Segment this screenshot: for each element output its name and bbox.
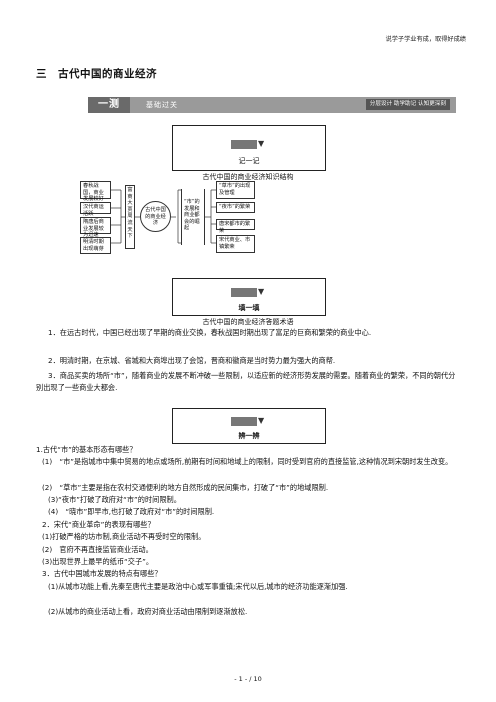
- diagram-left-node-3: 隋唐后商业发展较为迅速: [80, 217, 111, 238]
- diagram-right-node-4: 宋代商业、市镇繁荣: [216, 235, 255, 253]
- answer-1-3: (3)“夜市”打破了政府对“市”的时间限制。: [48, 495, 181, 504]
- banner-right-label: 分层设计 助学助记 认知更深刻: [365, 99, 450, 110]
- diagram-left-node-4: 明清时期出现萌芽: [80, 237, 111, 254]
- diagram-right-node-3: 唐宋都市的繁荣: [216, 219, 255, 234]
- answer-1-1: (1) “市”是指城市中集中贸易的地点或场所,前期有时间和地域上的限制，同时受到…: [42, 457, 453, 466]
- answer-2-2: (2) 官府不再直接监管商业活动。: [42, 545, 153, 554]
- paragraph-2: 2．明清时期，在京城、省城和大商埠出现了会馆，晋商和徽商是当时势力最为强大的商帮…: [48, 356, 336, 365]
- fill-box: ▼ 填一填: [172, 278, 326, 316]
- diagram-left-node-1: 春秋战国，商业发展较好: [80, 181, 111, 202]
- banner-left-label: 一测: [88, 97, 130, 113]
- answer-2-1: (1)打破严格的坊市制,商业活动不再受时空的限制。: [42, 532, 206, 541]
- tag-marker-icon: ▼: [231, 139, 267, 149]
- diagram-vertical-node: 富商大贾周流天下: [125, 185, 135, 249]
- page-footer: - 1 - / 10: [234, 675, 262, 683]
- diagram-right-node-2: “夜市”的繁荣: [216, 202, 255, 213]
- answer-3-1: (1)从城市功能上看,先秦至唐代主要是政治中心或军事重镇;宋代以后,城市的经济功…: [48, 582, 348, 591]
- diagram-mid-node: “市”的发展和商业都会的崛起: [181, 189, 205, 245]
- paragraph-3: 3．商品买卖的场所“市”，随着商业的发展不断冲破一些限制，以适应新的经济形势发展…: [36, 371, 456, 393]
- diagram-left-node-2: 汉代商运活跃: [80, 202, 111, 217]
- answer-1-4: (4) “晓市”即早市,也打破了政府对“市”的时间限制.: [48, 507, 215, 516]
- structure-caption: 古代中国的商业经济知识结构: [202, 173, 294, 181]
- tag-marker-icon: ▼: [231, 416, 267, 426]
- tag-marker-icon: ▼: [231, 287, 267, 297]
- knowledge-diagram: 春秋战国，商业发展较好 汉代商运活跃 隋唐后商业发展较为迅速 明清时期出现萌芽 …: [80, 181, 400, 255]
- question-2: 2．宋代“商业革命”的表现有哪些？: [42, 520, 155, 529]
- discern-box: ▼ 辨一辨: [172, 408, 326, 444]
- fill-box-title: 填一填: [238, 304, 260, 312]
- diagram-connectors: [111, 189, 216, 244]
- answer-3-2: (2)从城市的商业活动上看，政府对商业活动由限制到逐渐放松.: [48, 607, 248, 616]
- question-1: 1.古代“市”的基本形态有哪些？: [36, 445, 137, 454]
- memo-box-title: 记一记: [238, 157, 260, 165]
- banner-middle-label: 基础过关: [146, 101, 178, 109]
- paragraph-1: 1．在远古时代，中国已经出现了早期的商业交换，春秋战国时期出现了富足的巨商和繁荣…: [48, 328, 372, 337]
- question-3: 3．古代中国城市发展的特点有哪些？: [42, 569, 162, 578]
- diagram-right-node-1: “草市”的出现及管理: [216, 181, 255, 199]
- header-note: 说学子学业有成，取得好成绩: [385, 36, 466, 43]
- answer-1-2: (2) “草市”主要是指在农村交通便利的地方自然形成的民间集市，打破了“市”的地…: [42, 483, 329, 492]
- section-banner: 一测 基础过关 分层设计 助学助记 认知更深刻: [88, 97, 456, 113]
- terms-caption: 古代中国的商业经济答题术语: [202, 318, 294, 326]
- discern-box-title: 辨一辨: [238, 432, 260, 440]
- memo-box: ▼ 记一记: [172, 125, 326, 171]
- answer-2-3: (3)出现世界上最早的纸币“交子”。: [42, 557, 154, 566]
- diagram-center-node: 古代中国的商业经济: [140, 201, 171, 232]
- section-title: 三 古代中国的商业经济: [36, 68, 157, 80]
